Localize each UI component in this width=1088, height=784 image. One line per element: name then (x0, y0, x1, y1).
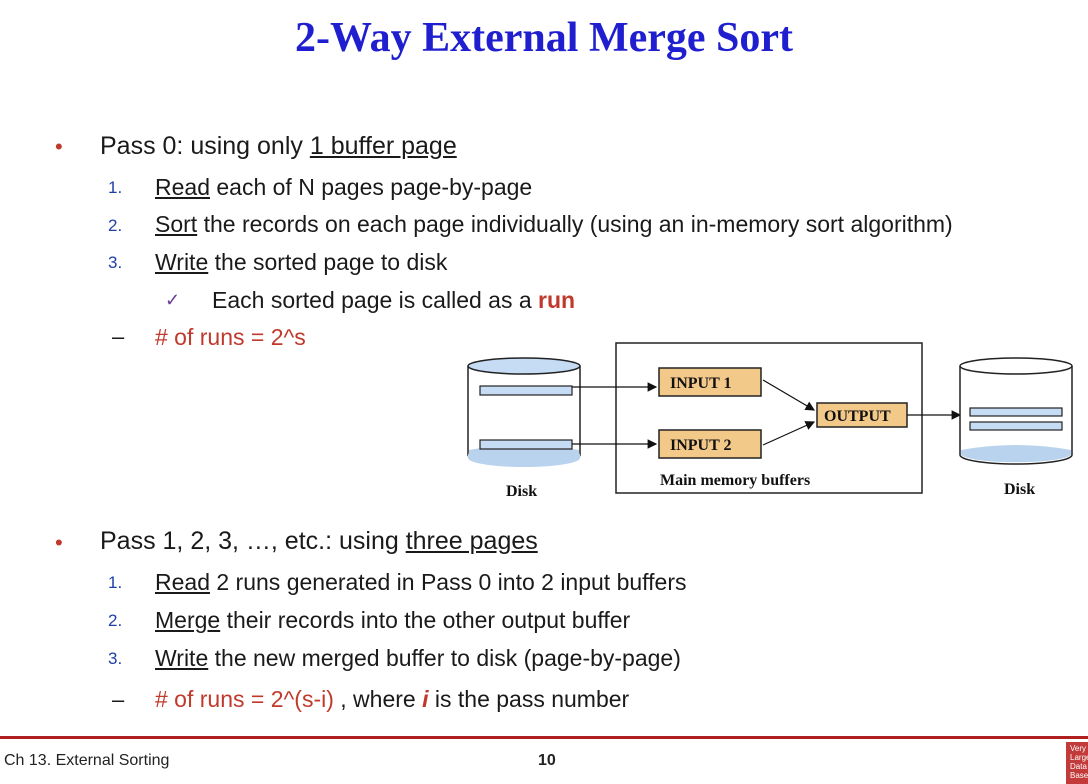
step-keyword: Read (155, 569, 210, 595)
pass1-step-2: Merge their records into the other outpu… (155, 607, 630, 634)
pass1-step-1: Read 2 runs generated in Pass 0 into 2 i… (155, 569, 686, 596)
step-keyword: Write (155, 645, 209, 671)
step-number: 2. (108, 611, 123, 630)
pass1-heading: Pass 1, 2, 3, …, etc.: using three pages (100, 527, 538, 556)
step-number: 1. (108, 178, 123, 197)
pass0-step-1: Read each of N pages page-by-page (155, 174, 532, 201)
check-icon: ✓ (165, 290, 181, 310)
pass0-heading: Pass 0: using only 1 buffer page (100, 132, 457, 161)
pass1-runs-formula: # of runs = 2^(s-i) , where i is the pas… (155, 686, 629, 713)
step-number: 3. (108, 649, 123, 668)
merge-diagram: Disk INPUT 1 INPUT 2 OUTPUT Main memory … (460, 340, 1088, 510)
step-keyword: Write (155, 249, 209, 275)
pass0-step-2: Sort the records on each page individual… (155, 211, 953, 238)
run-definition: Each sorted page is called as a run (212, 287, 575, 314)
run-term: run (538, 287, 576, 313)
step-keyword: Read (155, 174, 210, 200)
bullet: • (55, 134, 63, 159)
step-number: 3. (108, 253, 123, 272)
step-keyword: Sort (155, 211, 198, 237)
slide-title: 2-Way External Merge Sort (294, 15, 794, 61)
pass0-step-3: Write the sorted page to disk (155, 249, 447, 276)
step-text: the sorted page to disk (208, 249, 448, 275)
step-keyword: Merge (155, 607, 221, 633)
runs-formula-mid: , where (333, 686, 423, 712)
run-definition-text: Each sorted page is called as a (212, 287, 539, 313)
input1-buffer (658, 367, 762, 397)
step-text: their records into the other output buff… (220, 607, 631, 633)
output-buffer (816, 402, 908, 428)
step-number: 1. (108, 573, 123, 592)
pass0-runs-formula: # of runs = 2^s (155, 324, 306, 350)
step-text: each of N pages page-by-page (209, 174, 533, 200)
page-number: 10 (538, 752, 556, 769)
runs-formula: # of runs = 2^(s-i) (155, 686, 334, 712)
input2-label: INPUT 2 (670, 437, 732, 454)
step-text: the new merged buffer to disk (page-by-p… (208, 645, 681, 671)
left-disk-label: Disk (506, 483, 537, 500)
input2-buffer (658, 429, 762, 459)
footer-chapter: Ch 13. External Sorting (4, 752, 170, 769)
vldb-logo: Very Large Data Bases (1066, 742, 1088, 784)
pass-variable: i (422, 686, 429, 712)
pass0-heading-text: Pass 0: using only (100, 132, 310, 160)
pass1-heading-underlined: three pages (405, 527, 538, 555)
merge-diagram-svg: Disk INPUT 1 INPUT 2 OUTPUT Main memory … (467, 342, 1073, 500)
runs-formula-tail: is the pass number (428, 686, 630, 712)
dash-marker: – (112, 324, 125, 349)
footer-divider (0, 736, 1088, 739)
input1-label: INPUT 1 (670, 375, 732, 392)
step-number: 2. (108, 216, 123, 235)
bullet: • (55, 530, 63, 555)
memory-box (615, 342, 923, 494)
step-text: the records on each page individually (u… (197, 211, 953, 237)
memory-buffers-label: Main memory buffers (660, 472, 810, 489)
pass0-heading-underlined: 1 buffer page (309, 132, 457, 160)
output-label: OUTPUT (824, 408, 891, 425)
pass1-step-3: Write the new merged buffer to disk (pag… (155, 645, 681, 672)
pass1-heading-text: Pass 1, 2, 3, …, etc.: using (100, 527, 406, 555)
dash-marker: – (112, 687, 125, 712)
left-disk-icon (467, 357, 581, 467)
right-disk-icon (959, 357, 1073, 465)
right-disk-label: Disk (1004, 481, 1035, 498)
step-text: 2 runs generated in Pass 0 into 2 input … (209, 569, 687, 595)
